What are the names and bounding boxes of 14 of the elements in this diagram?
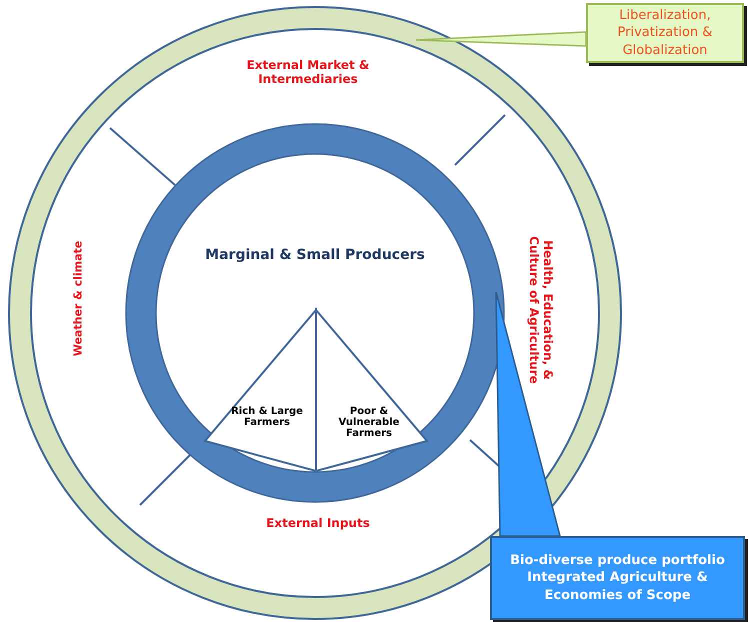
- callout-text: Bio-diverse produce portfolio: [509, 552, 726, 570]
- segment-label: External Inputs: [265, 516, 371, 530]
- wedge-label: Poor & Vulnerable Farmers: [338, 406, 400, 439]
- segment-label: Weather & climate: [72, 240, 84, 358]
- callout-box: [586, 3, 744, 63]
- segment-label: Health, Education, & Culture of Agriculture: [527, 235, 555, 386]
- wedge-label: Rich & Large Farmers: [230, 406, 304, 428]
- callout-box: [490, 536, 745, 620]
- segment-label: External Market & Intermediaries: [246, 58, 370, 86]
- callout-pointer: [495, 291, 561, 537]
- heading-text: Marginal & Small Producers: [204, 247, 426, 263]
- callout-pointer: [415, 31, 587, 47]
- callout-text: Liberalization, Privatization & Globalization: [616, 6, 714, 60]
- callout-text: Integrated Agriculture & Economies of Scope: [526, 569, 709, 604]
